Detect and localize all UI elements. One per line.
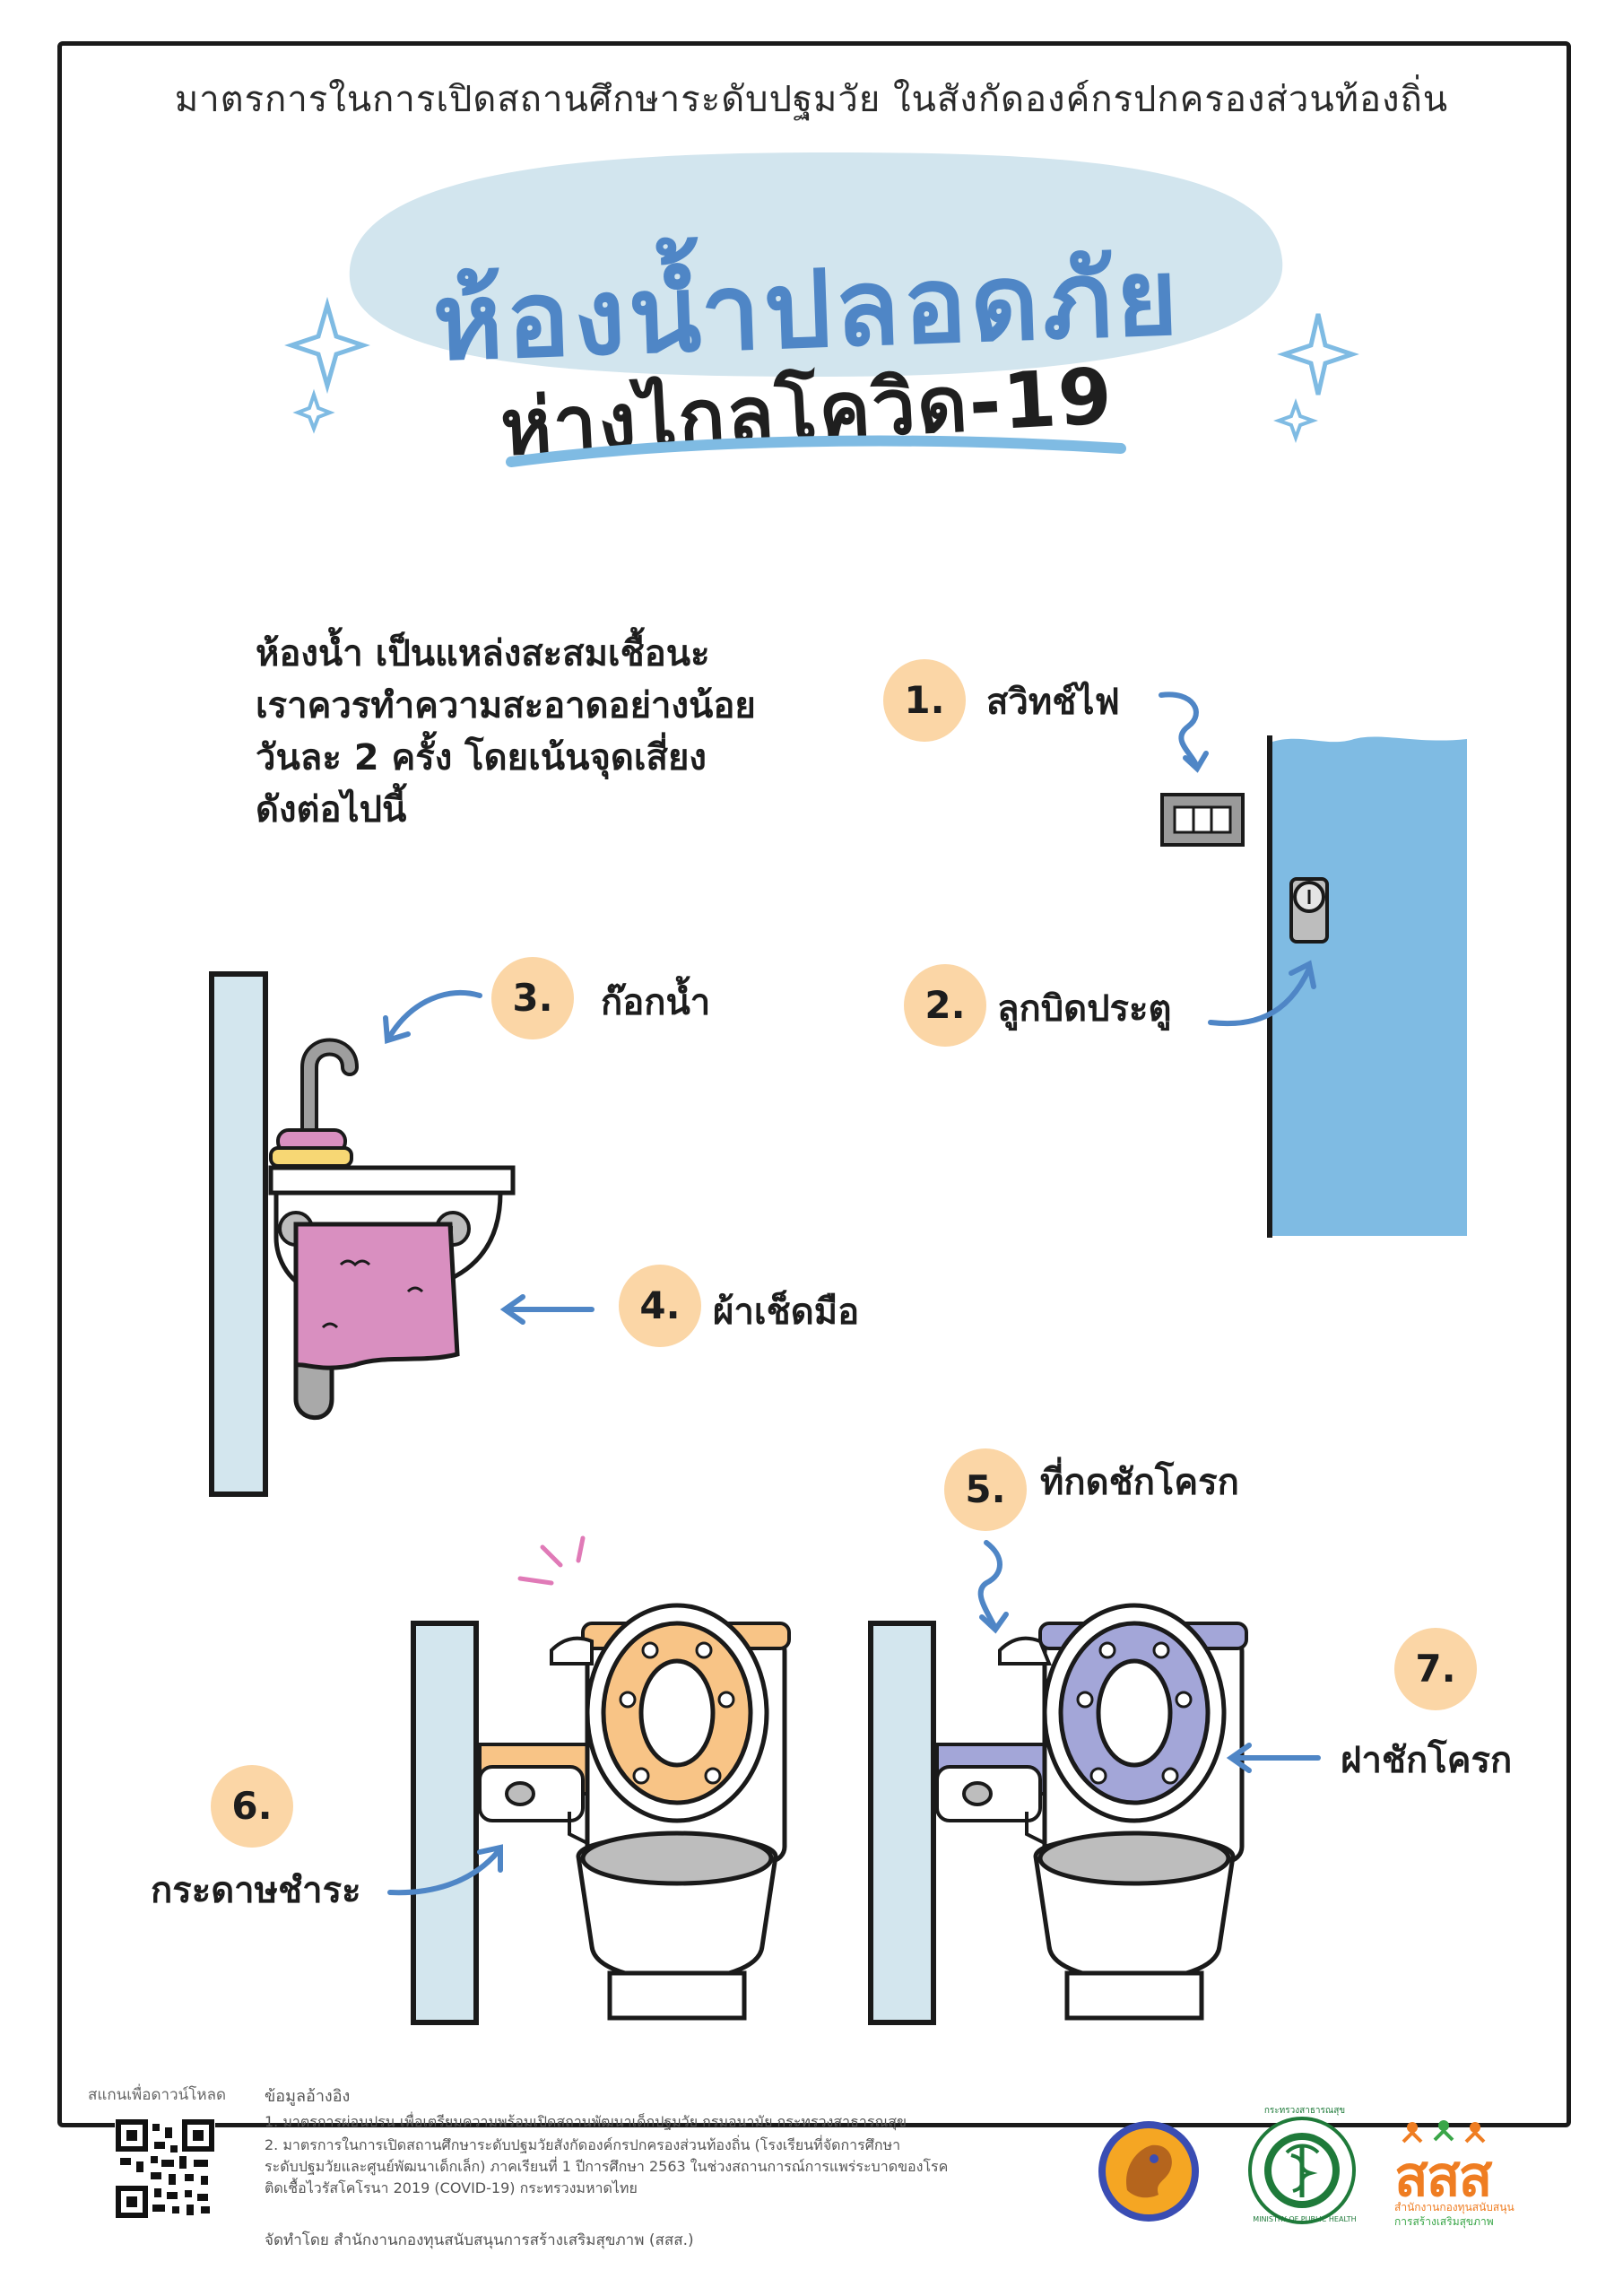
point-badge-6: 6. <box>211 1765 293 1848</box>
intro-line: เราควรทำความสะอาดอย่างน้อย <box>256 685 756 726</box>
sink-illustration <box>209 971 516 1497</box>
reference-line: ติดเชื้อไวรัสโคโรนา 2019 (COVID-19) กระท… <box>265 2179 638 2196</box>
ministry-public-health-logo <box>1248 2117 1356 2224</box>
point-badge-5: 5. <box>944 1448 1027 1531</box>
point-label-faucet: ก๊อกน้ำ <box>601 982 711 1023</box>
ministry-logo-caption: MINISTRY OF PUBLIC HEALTH <box>1253 2215 1357 2223</box>
point-label-towel: ผ้าเช็ดมือ <box>713 1292 860 1333</box>
point-badge-3: 3. <box>491 957 574 1039</box>
title-background-blob <box>349 152 1283 377</box>
point-badge-2: 2. <box>904 964 986 1047</box>
point-badge-4: 4. <box>619 1265 701 1347</box>
arrow-icon-towel <box>499 1294 595 1325</box>
intro-line: วันละ 2 ครั้ง โดยเน้นจุดเสี่ยง <box>256 737 707 778</box>
point-badge-7: 7. <box>1394 1628 1477 1710</box>
point-badge-1: 1. <box>883 659 966 742</box>
arrow-icon-faucet <box>383 990 482 1044</box>
toilet-illustration-left <box>411 1603 791 2025</box>
sparkle-icon-left <box>284 296 370 434</box>
door-illustration <box>1267 735 1467 1238</box>
poster-frame <box>57 41 1571 2127</box>
arrow-icon-switch <box>1159 691 1209 773</box>
title-underline <box>506 435 1126 467</box>
arrow-icon-doorknob <box>1208 960 1316 1027</box>
sparkle-icon-right <box>1273 313 1359 443</box>
reference-line: 2. มาตรการในการเปิดสถานศึกษาระดับปฐมวัยส… <box>265 2136 901 2153</box>
point-label-lid: ฝาชักโครก <box>1341 1740 1513 1781</box>
thaihealth-caption-2: การสร้างเสริมสุขภาพ <box>1394 2215 1494 2228</box>
reference-line: ระดับปฐมวัยและศูนย์พัฒนาเด็กเล็ก) ภาคเรี… <box>265 2158 949 2175</box>
qr-label: สแกนเพื่อดาวน์โหลด <box>88 2086 227 2104</box>
point-label-switch: สวิทช์ไฟ <box>986 682 1120 723</box>
reference-title: ข้อมูลอ้างอิง <box>265 2087 351 2106</box>
point-label-flush: ที่กดชักโครก <box>1040 1462 1239 1503</box>
local-admin-seal-logo <box>1098 2121 1199 2222</box>
thaihealth-figures-icon <box>1402 2120 1486 2144</box>
arrow-icon-toilet-paper <box>387 1844 503 1896</box>
point-label-toilet-paper: กระดาษชำระ <box>151 1870 361 1911</box>
arrow-icon-lid <box>1226 1743 1321 1773</box>
poster-subtitle: มาตรการในการเปิดสถานศึกษาระดับปฐมวัย ในส… <box>174 79 1449 120</box>
intro-line: ดังต่อไปนี้ <box>256 789 407 831</box>
sparkle-marks-icon <box>517 1535 586 1586</box>
reference-line: 1. มาตรการผ่อนปรน เพื่อเตรียมความพร้อมเป… <box>265 2113 907 2130</box>
thaihealth-logo: สสส <box>1394 2144 1493 2209</box>
intro-text: ห้องน้ำ เป็นแหล่งสะสมเชื้อนะ เราควรทำควา… <box>256 628 829 836</box>
ministry-logo-thai: กระทรวงสาธารณสุข <box>1263 2106 1346 2116</box>
intro-line: ห้องน้ำ เป็นแหล่งสะสมเชื้อนะ <box>256 633 710 674</box>
arrow-icon-flush <box>977 1540 1009 1634</box>
thaihealth-caption-1: สำนักงานกองทุนสนับสนุน <box>1394 2201 1515 2213</box>
credit-text: จัดทำโดย สำนักงานกองทุนสนับสนุนการสร้างเ… <box>265 2231 694 2249</box>
light-switch-illustration <box>1160 793 1245 847</box>
qr-code-icon[interactable] <box>115 2118 215 2219</box>
point-label-doorknob: ลูกบิดประตู <box>997 988 1172 1030</box>
toilet-illustration-right <box>868 1603 1248 2025</box>
